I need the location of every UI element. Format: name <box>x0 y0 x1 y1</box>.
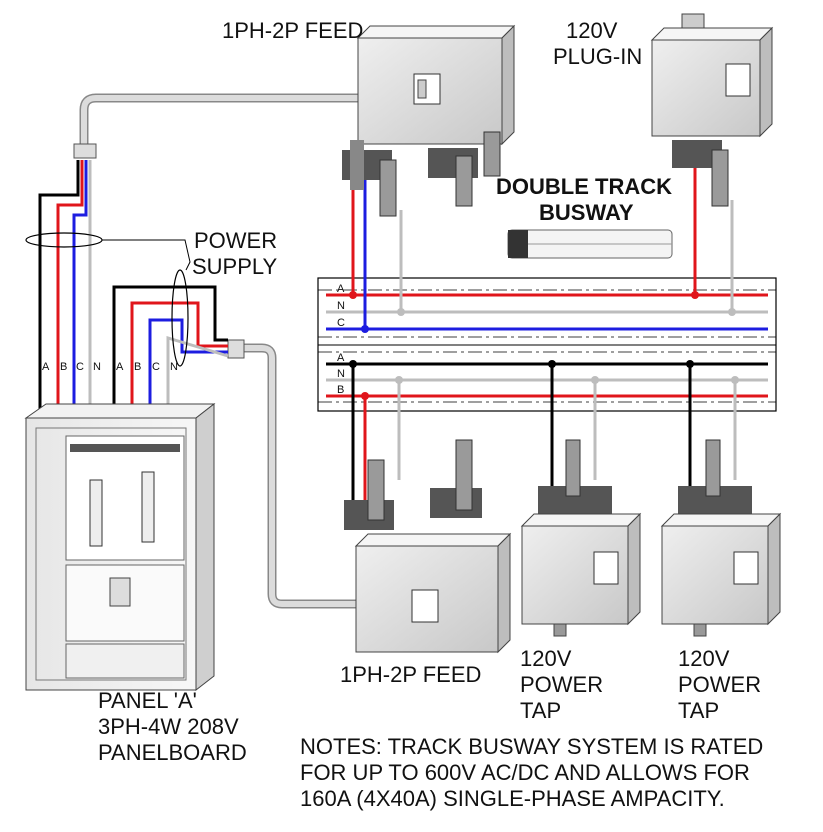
label-power-supply-1: POWER <box>194 228 277 253</box>
top-feed-wires <box>349 170 405 333</box>
panel-breakers <box>89 471 155 547</box>
track-upper-c: C <box>337 317 345 329</box>
phase-letter-n2: N <box>170 361 178 373</box>
bottom-wires <box>349 360 739 525</box>
power-supply-callout <box>25 232 191 367</box>
label-top-feed: 1PH-2P FEED <box>222 18 363 43</box>
busway-track: A N C A N B <box>317 277 777 412</box>
label-plugin-1: 120V <box>566 18 618 43</box>
conduit-bottom <box>227 339 356 609</box>
phase-letters: A B C N A B C N <box>42 361 178 373</box>
notes-line-1: NOTES: TRACK BUSWAY SYSTEM IS RATED <box>300 734 763 759</box>
phase-letter-c2: C <box>152 361 160 373</box>
label-tap2-1: 120V <box>678 646 730 671</box>
panelboard <box>24 402 216 692</box>
label-power-supply-2: SUPPLY <box>192 254 278 279</box>
phase-letter-a1: A <box>42 361 50 373</box>
bottom-feed-box <box>344 439 512 654</box>
label-panel-1: PANEL 'A' <box>98 688 197 713</box>
label-tap1-2: POWER <box>520 672 603 697</box>
phase-letter-n1: N <box>93 361 101 373</box>
notes-line-2: FOR UP TO 600V AC/DC AND ALLOWS FOR <box>300 760 750 785</box>
supply-wires-right <box>112 285 229 420</box>
phase-letter-b2: B <box>134 361 141 373</box>
top-feed-connector-1 <box>342 140 397 217</box>
track-upper-a: A <box>337 283 345 295</box>
busway-sample-icon <box>507 229 673 259</box>
phase-letter-a2: A <box>116 361 124 373</box>
label-title-2: BUSWAY <box>539 200 634 225</box>
top-feed-box <box>342 24 516 217</box>
label-tap1-3: TAP <box>520 698 561 723</box>
label-tap1-1: 120V <box>520 646 572 671</box>
track-lower-n: N <box>337 368 345 380</box>
label-tap2-3: TAP <box>678 698 719 723</box>
phase-letter-b1: B <box>60 361 67 373</box>
label-tap2-2: POWER <box>678 672 761 697</box>
label-panel-3: PANELBOARD <box>98 740 247 765</box>
bottom-feed-connectors <box>344 439 482 530</box>
plugin-wires <box>691 160 736 316</box>
top-feed-connector-2 <box>428 131 501 207</box>
phase-letter-c1: C <box>76 361 84 373</box>
power-tap-1 <box>520 439 642 637</box>
track-lower-b: B <box>337 384 344 396</box>
label-bottom-feed: 1PH-2P FEED <box>340 662 481 687</box>
label-panel-2: 3PH-4W 208V <box>98 714 239 739</box>
supply-wires-left <box>38 160 92 420</box>
conduit-top <box>73 93 360 159</box>
plugin-box <box>650 13 774 207</box>
label-plugin-2: PLUG-IN <box>553 44 642 69</box>
notes-line-3: 160A (4X40A) SINGLE-PHASE AMPACITY. <box>300 786 725 811</box>
label-title-1: DOUBLE TRACK <box>496 174 672 199</box>
track-upper-n: N <box>337 300 345 312</box>
power-tap-2 <box>660 439 782 637</box>
track-lower-a: A <box>337 352 345 364</box>
